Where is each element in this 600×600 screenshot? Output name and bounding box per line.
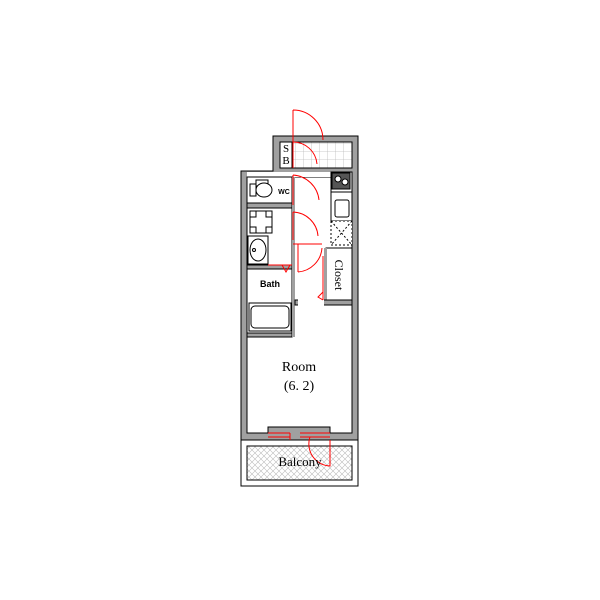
wash-basin-icon xyxy=(247,235,269,265)
closet xyxy=(325,247,353,304)
kitchen-counter xyxy=(330,171,353,246)
bathtub-icon xyxy=(248,302,292,332)
sb-label-s: S xyxy=(283,143,289,155)
room-label: Room xyxy=(282,360,316,375)
bath-label: Bath xyxy=(260,279,280,289)
wc-label: WC xyxy=(278,189,290,196)
shoe-box xyxy=(279,141,353,169)
kitchen-sink-icon xyxy=(334,199,350,218)
stove-burner-icon xyxy=(341,178,349,186)
room-size-label: (6. 2) xyxy=(284,379,315,394)
door-swings xyxy=(268,109,331,467)
balcony xyxy=(240,439,359,487)
closet-label: Closet xyxy=(332,260,346,291)
washing-machine-icon xyxy=(249,210,273,234)
sb-label-b: B xyxy=(282,155,289,167)
toilet-icon xyxy=(249,179,273,198)
balcony-label: Balcony xyxy=(278,454,322,469)
stove-burner-icon xyxy=(334,175,342,183)
